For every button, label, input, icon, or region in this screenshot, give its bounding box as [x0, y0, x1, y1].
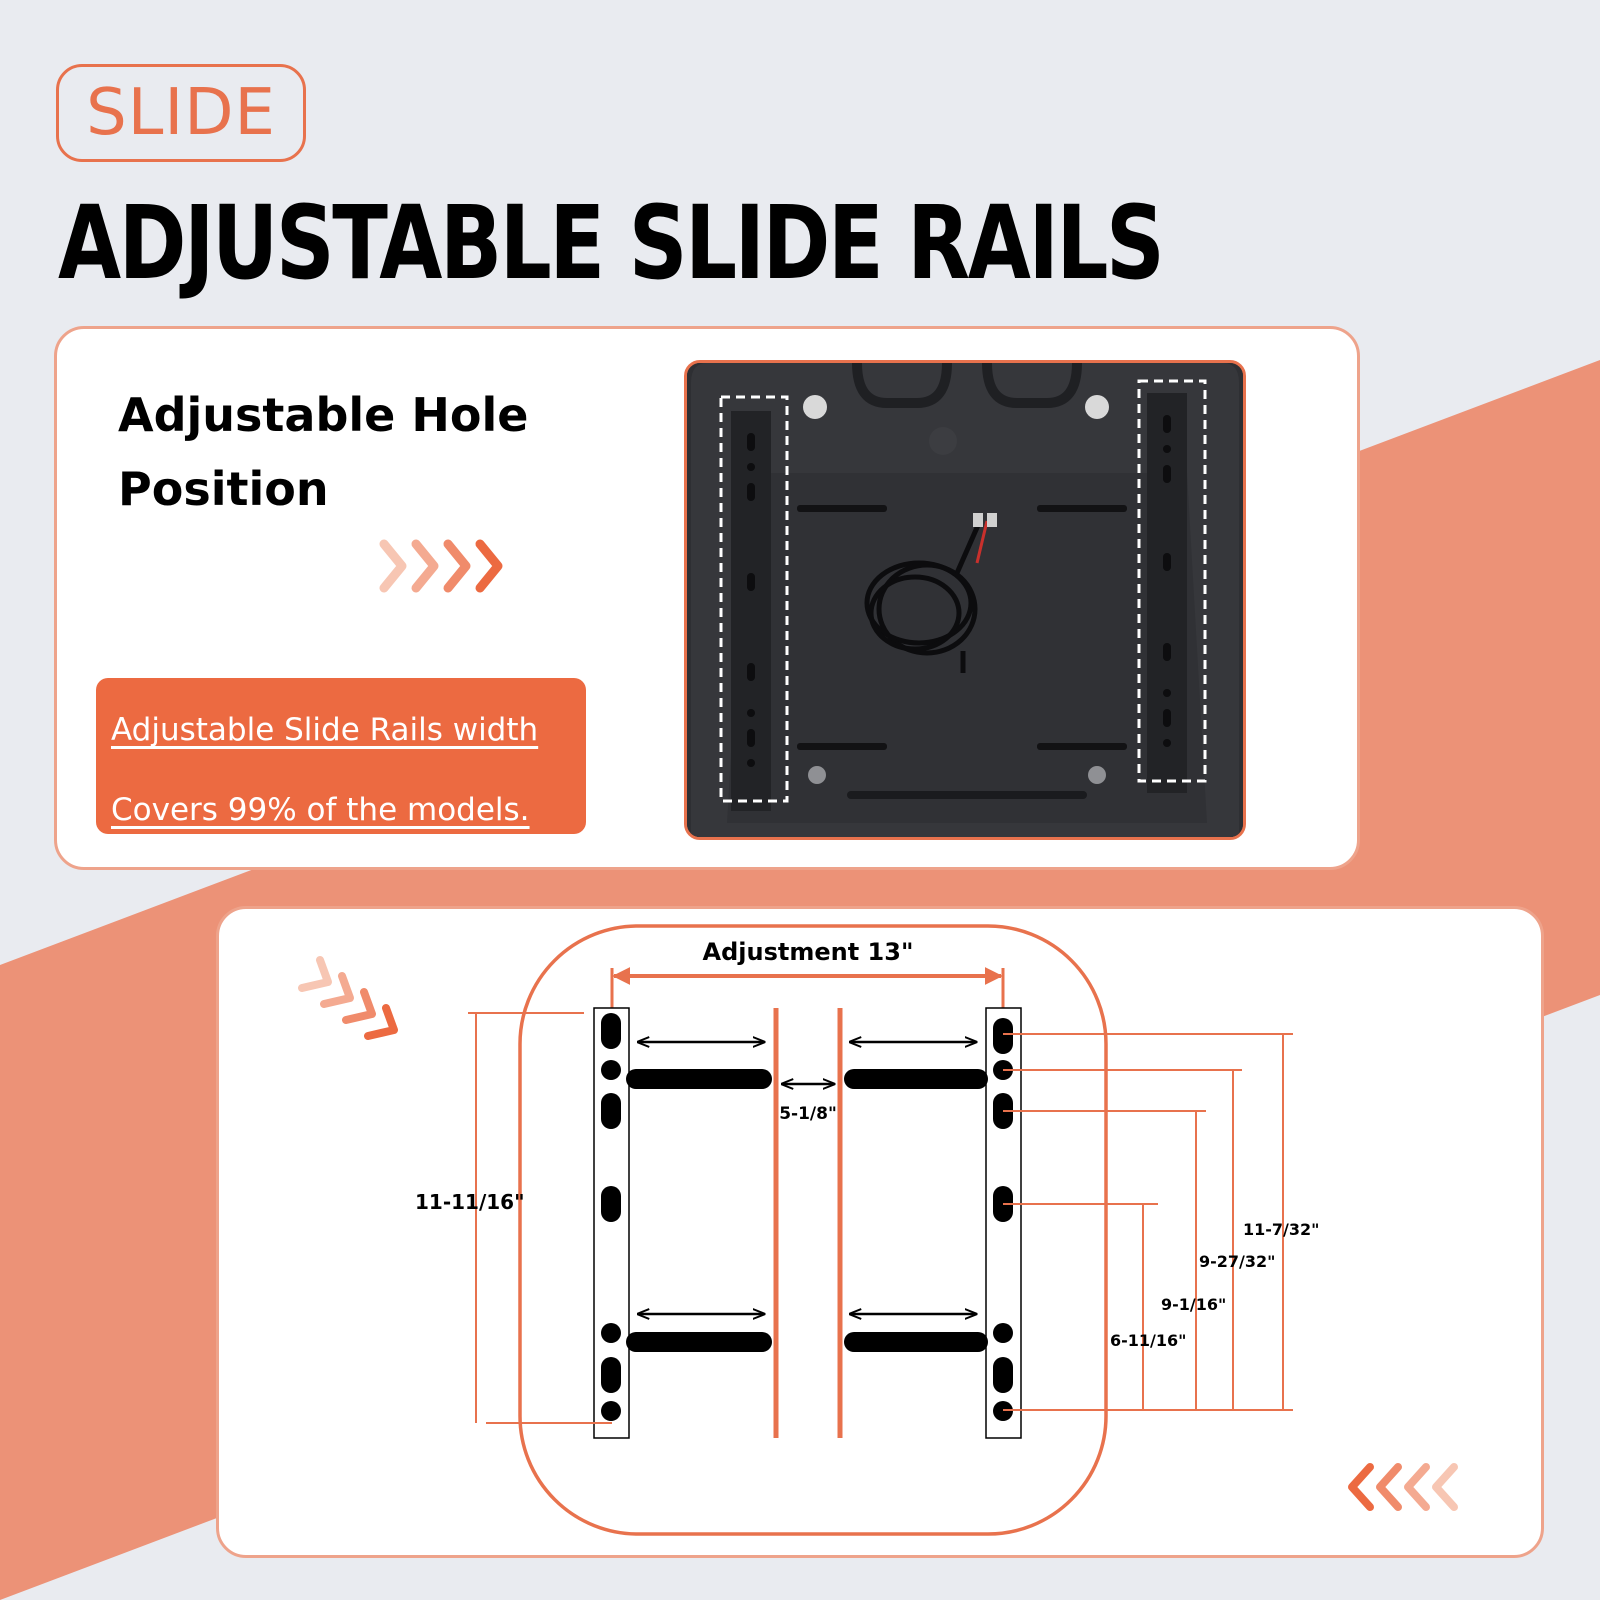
left-height-label: 11-11/16" [415, 1190, 525, 1214]
chevrons-right-icon [379, 539, 503, 593]
callout-box: Adjustable Slide Rails width Covers 99% … [96, 678, 586, 834]
callout-line1: Adjustable Slide Rails width [111, 712, 539, 748]
cross-bars [626, 1069, 988, 1352]
feature-title-line1: Adjustable Hole [118, 388, 529, 442]
chevrons-left-icon [1348, 1463, 1458, 1511]
right-height-label-2: 9-27/32" [1199, 1252, 1275, 1271]
left-height-dimension [468, 1012, 612, 1424]
seat-outline [518, 924, 1108, 1536]
right-height-dimensions [1003, 1033, 1293, 1411]
left-rail-holes [601, 1013, 621, 1421]
adjustment-label: Adjustment 13" [703, 938, 914, 966]
gap-label: 5-1/8" [779, 1104, 837, 1124]
slide-arrows [638, 1042, 976, 1314]
seat-underside-illustration [687, 363, 1243, 837]
right-height-label-4: 6-11/16" [1110, 1331, 1186, 1350]
seat-underside-photo [684, 360, 1246, 840]
feature-title-line2: Position [118, 462, 329, 516]
right-height-label-1: 11-7/32" [1243, 1220, 1319, 1239]
callout-line2: Covers 99% of the models. [111, 792, 530, 828]
feature-title: Adjustable Hole Position [118, 378, 558, 526]
right-height-label-3: 9-1/16" [1161, 1295, 1226, 1314]
slide-badge-label: SLIDE [86, 76, 276, 150]
page-title: ADJUSTABLE SLIDE RAILS [58, 184, 1165, 303]
slide-badge: SLIDE [56, 64, 306, 162]
chevrons-down-right-icon [298, 956, 398, 1040]
dimension-diagram-panel [216, 906, 1544, 1558]
